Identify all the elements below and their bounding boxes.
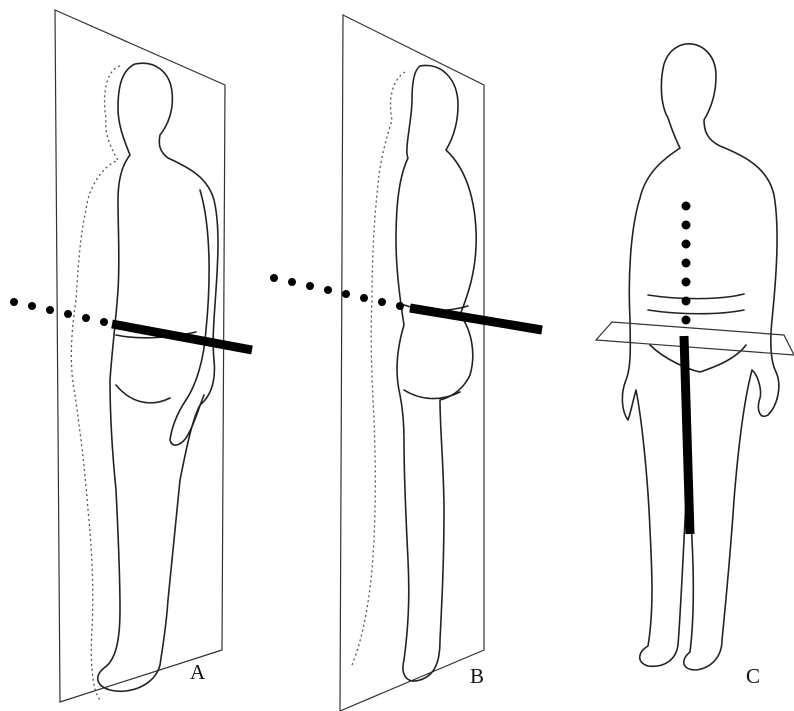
axis-dots-a — [10, 298, 108, 326]
panel-label-b: B — [470, 664, 484, 689]
body-b — [396, 65, 476, 681]
ghost-outline-a — [71, 66, 120, 700]
plane-c — [596, 322, 794, 355]
shorts-a — [116, 332, 196, 403]
body-c — [622, 44, 778, 670]
axis-dots-c — [682, 202, 691, 325]
panel-c — [596, 44, 794, 670]
shorts-c — [648, 294, 746, 372]
axis-bar-c — [684, 336, 690, 534]
panel-label-a: A — [190, 660, 205, 685]
panel-b — [270, 15, 542, 711]
arm-a — [170, 190, 209, 445]
panel-label-c: C — [746, 664, 760, 689]
body-a — [98, 63, 218, 691]
plane-b — [340, 15, 484, 711]
plane-a — [55, 10, 225, 702]
axis-dots-b — [270, 274, 404, 310]
panel-a — [10, 10, 252, 702]
axis-bar-b — [410, 308, 542, 330]
